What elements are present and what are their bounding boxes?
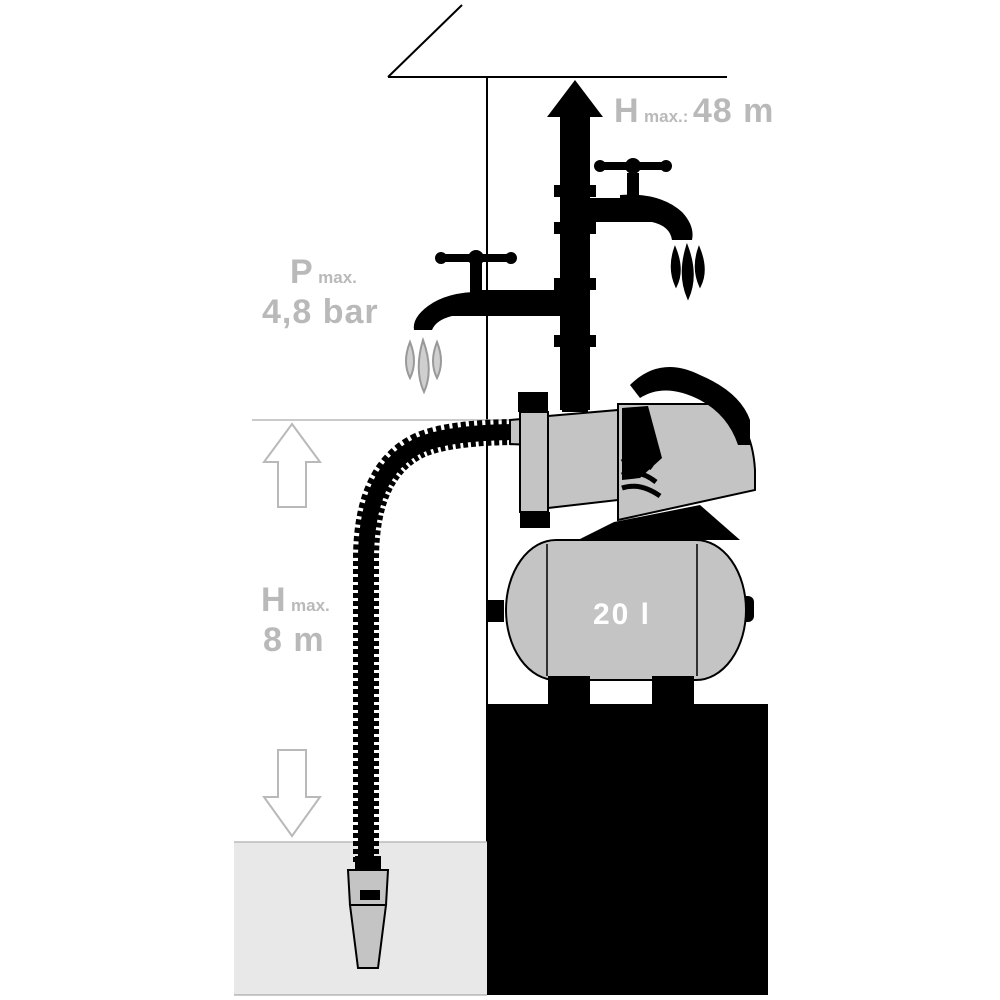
max-pressure-value: 4,8 bar	[262, 293, 379, 331]
max-pressure-letter: P	[290, 253, 314, 291]
water-drops-icon	[405, 336, 442, 395]
max-pressure-subscript: max.	[318, 268, 357, 287]
outlet-pipe	[547, 80, 603, 410]
max-suction-letter: H	[261, 581, 287, 619]
pressure-tank	[486, 539, 754, 704]
pump-stand-block	[487, 704, 768, 995]
water-drops-icon	[670, 242, 705, 301]
pressure-pump-icon	[509, 367, 756, 540]
max-head-label: H max.: 48 m	[614, 94, 774, 128]
ceiling-line	[387, 4, 727, 78]
max-suction-subscript: max.	[291, 596, 330, 615]
faucet-icon	[413, 250, 560, 330]
max-head-letter: H	[614, 92, 640, 130]
filter-icon	[346, 856, 390, 969]
tank-volume-label: 20 l	[592, 598, 652, 631]
max-suction-value: 8 m	[263, 621, 325, 659]
max-head-subscript: max.:	[644, 107, 689, 126]
max-suction-label: H max.	[261, 583, 330, 617]
faucet-icon	[588, 158, 693, 240]
max-head-value: 48 m	[692, 92, 775, 130]
up-arrow-icon	[262, 422, 322, 508]
down-arrow-icon	[262, 749, 322, 838]
max-pressure-label: P max.	[290, 255, 357, 289]
